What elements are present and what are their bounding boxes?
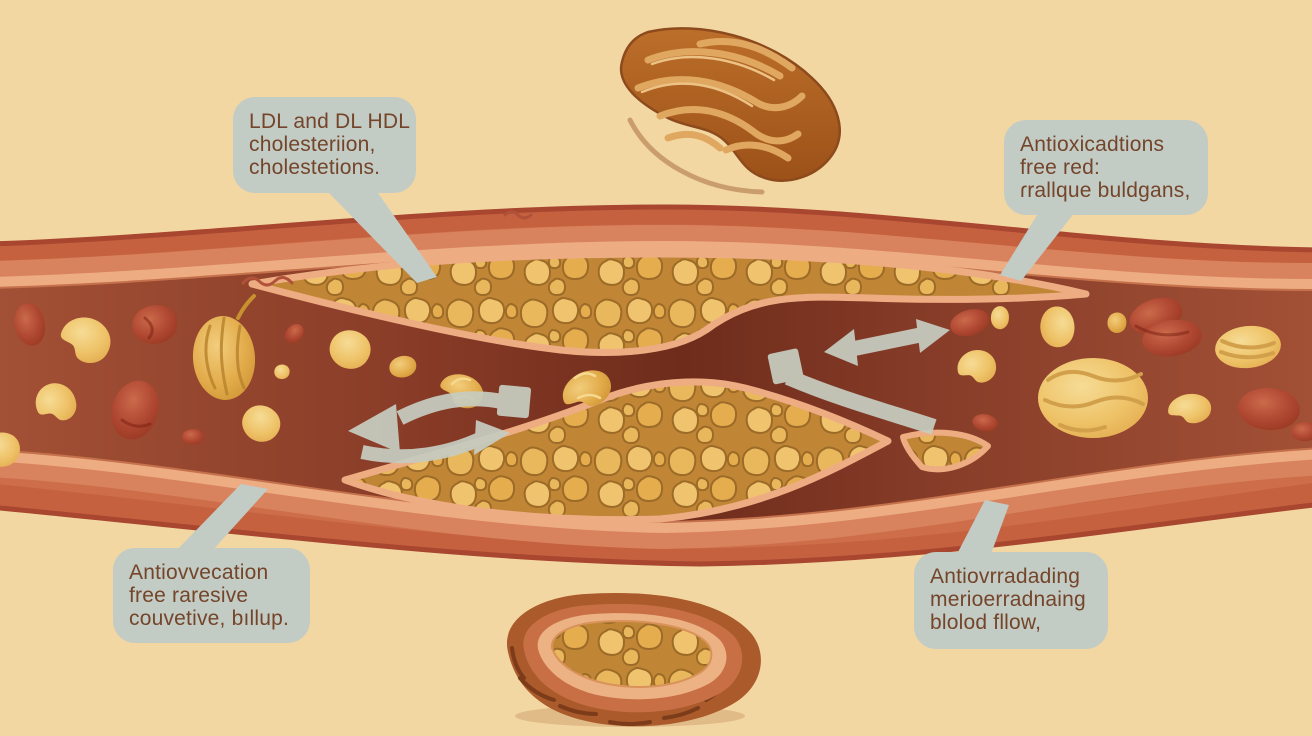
nut-shape (990, 306, 1010, 330)
wall-crack-left (241, 276, 294, 287)
flow-arrows (348, 319, 950, 464)
callout-line: free raresive (129, 584, 249, 607)
callout-line: Antiovvecation (129, 561, 269, 584)
callout-tail-top-left (327, 186, 437, 283)
callout-line: Antiovrradading (930, 565, 1081, 588)
flow-arrow-head-left (824, 329, 858, 366)
flow-arrow-head-right (474, 420, 510, 455)
callout-line: cholestetions. (249, 156, 381, 179)
flow-arrow-shaft (396, 391, 506, 425)
callout-top-left: LDL and DL HDL cholesteriion, cholesteti… (233, 97, 416, 193)
blood-cells-and-nuts (0, 294, 1312, 467)
plaque-bottom (341, 378, 892, 524)
callout-line: free red: (1020, 156, 1101, 179)
callout-top-right: Antioxicadtions free red: ɾrallque buldg… (1004, 120, 1208, 215)
callout-tails (176, 186, 1075, 554)
vessel-cross-section-bottom (506, 592, 761, 727)
red-blood-cell (1238, 387, 1300, 431)
peanut-nut (1215, 325, 1281, 369)
red-blood-cell-pair (1129, 297, 1202, 357)
flow-arrow-shaft (360, 431, 485, 464)
peanut-small (1107, 312, 1127, 334)
flow-arrow-shaft (850, 327, 922, 357)
walnut-nut (192, 294, 256, 400)
flow-arrow-shaft (784, 369, 937, 435)
red-blood-cell (129, 302, 180, 347)
wall-crack-center (503, 210, 533, 220)
candied-nut-chunk (555, 361, 618, 419)
flow-arrow-cap (496, 384, 531, 419)
callout-line: couvetive, bıllup. (129, 607, 290, 630)
nut-shape (274, 364, 290, 380)
callout-line: blolod fllow, (930, 611, 1042, 634)
callout-line: cholesteriion, (249, 133, 376, 156)
callout-line: ɾrallque buldgans, (1020, 179, 1191, 202)
walnut-nut-large (1038, 358, 1148, 438)
callout-line: LDL and DL HDL (249, 110, 411, 133)
callout-tail-bottom-left (176, 484, 268, 551)
flow-arrow-head-left (348, 404, 400, 453)
callout-tail-bottom-right (957, 500, 1009, 554)
plaque-top (248, 250, 1090, 356)
callout-bottom-right: Antiovrradading merioerradnaing blolod f… (914, 552, 1108, 649)
plaque-patch (900, 429, 991, 473)
callout-tail-top-right (1000, 212, 1075, 281)
red-blood-cell (182, 429, 204, 445)
callout-line: Antioxicadtions (1020, 133, 1165, 156)
flow-arrow-head-right (916, 319, 950, 353)
red-blood-cell (111, 380, 159, 440)
callout-line: merioerradnaing (930, 588, 1086, 611)
cashew-nut-top (619, 27, 841, 195)
callout-bottom-left: Antiovvecation free raresive couvetive, … (113, 548, 310, 643)
